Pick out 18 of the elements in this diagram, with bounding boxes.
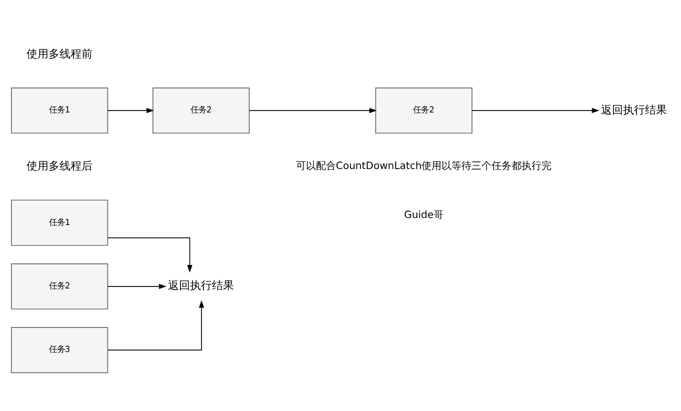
label: 使用多线程后 (26, 158, 93, 172)
node-box: 任务1 (10, 199, 108, 246)
label: Guide哥 (404, 209, 444, 220)
arrow (248, 107, 377, 113)
node-text: 返回执行结果 (601, 102, 668, 116)
arrow (107, 107, 154, 113)
arrow (472, 107, 600, 113)
label: 使用多线程前 (26, 46, 93, 60)
node-box: 任务1 (10, 87, 108, 134)
node-box: 任务3 (10, 326, 108, 373)
label: 可以配合CountDownLatch使用以等待三个任务都执行完 (296, 160, 552, 172)
node-box: 任务2 (152, 87, 250, 134)
arrow (108, 236, 192, 272)
node-box: 任务2 (10, 262, 108, 309)
arrow (108, 300, 204, 350)
node-text: 返回执行结果 (168, 278, 234, 292)
node-box: 任务2 (375, 87, 472, 134)
arrow (107, 283, 167, 289)
